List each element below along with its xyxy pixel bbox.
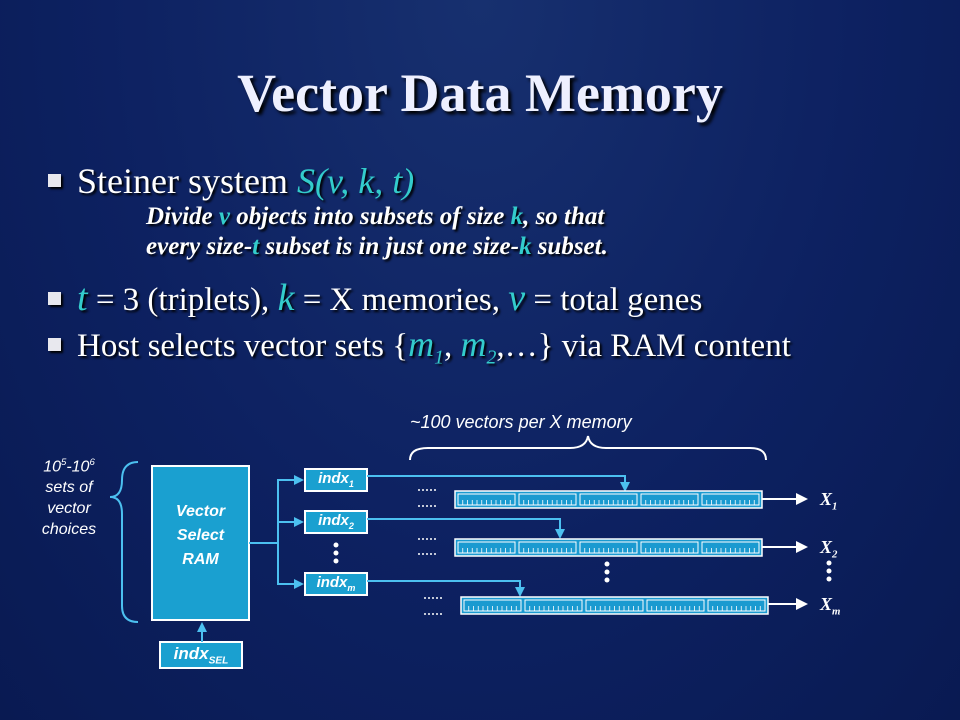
indx-sel-sub: SEL xyxy=(208,655,229,667)
host-var-m: m xyxy=(408,324,435,364)
left-brace xyxy=(109,461,139,623)
indx-m-label: indxm xyxy=(305,574,367,593)
output-sub: m xyxy=(832,605,841,618)
choices-base: -10 xyxy=(66,458,90,476)
host-sub: 1 xyxy=(434,346,444,369)
host-text: ,…} via RAM content xyxy=(496,328,791,364)
steiner-desc-line2: every size-t subset is in just one size-… xyxy=(146,233,608,261)
bullet-host-selects: Host selects vector sets {m1, m2,…} via … xyxy=(48,323,791,370)
host-text: Host selects vector sets { xyxy=(77,328,409,364)
host-var-m: m xyxy=(460,324,487,364)
output-base: X xyxy=(820,594,833,614)
indx-sel-box xyxy=(159,641,243,669)
indx-sub: m xyxy=(347,583,356,593)
top-brace xyxy=(409,435,767,461)
indx-base: indx xyxy=(318,512,349,529)
ram-connector xyxy=(249,475,304,544)
param-t: t xyxy=(77,277,88,319)
desc-var-k: k xyxy=(510,203,524,230)
indx-1-box xyxy=(304,468,368,492)
indx-1-label: indx1 xyxy=(305,470,367,489)
param-k: k xyxy=(277,277,295,319)
ram-label-line: Vector xyxy=(175,503,226,520)
output-sub: 1 xyxy=(832,500,838,513)
bullet-parameters: t = 3 (triplets), k = X memories, v = to… xyxy=(48,276,702,320)
indx-sel-base: indx xyxy=(173,644,209,663)
ram-label-line: RAM xyxy=(182,551,219,568)
vector-select-ram-box xyxy=(151,465,250,621)
param-v: v xyxy=(508,277,526,319)
bullet-square-icon xyxy=(48,174,61,188)
bullet-text: Steiner system xyxy=(77,161,297,201)
desc-var-v: v xyxy=(218,203,230,230)
vectors-caption: ~100 vectors per X memory xyxy=(410,412,632,432)
indx-sub: 2 xyxy=(348,521,354,531)
param-text: = total genes xyxy=(525,282,703,318)
desc-text: objects into subsets of size xyxy=(230,203,511,230)
bullet-square-icon xyxy=(48,291,61,305)
output-x2-label: X2 xyxy=(820,537,837,561)
host-text: , xyxy=(444,328,461,364)
indx-sub: 1 xyxy=(348,479,354,489)
indx1-pointer xyxy=(367,475,630,492)
indx-base: indx xyxy=(316,574,348,591)
steiner-desc-line1: Divide v objects into subsets of size k,… xyxy=(146,203,604,231)
steiner-formula: S(v, k, t) xyxy=(296,161,415,201)
choices-base: 10 xyxy=(43,458,61,476)
desc-text: every size- xyxy=(146,233,253,260)
ram-label: Vector Select RAM xyxy=(152,500,249,572)
choices-exp: 5 xyxy=(60,457,67,468)
output-xm-label: Xm xyxy=(820,594,840,618)
memory-segments xyxy=(457,493,766,612)
desc-text: subset. xyxy=(531,233,608,260)
desc-var-k: k xyxy=(518,233,532,260)
choices-line: choices xyxy=(41,521,97,539)
slide-title: Vector Data Memory xyxy=(237,63,723,123)
output-base: X xyxy=(820,537,833,557)
choices-label: 105-106 sets of vector choices xyxy=(26,452,112,540)
output-x1-label: X1 xyxy=(820,489,837,513)
indx-sel-label: indxSEL xyxy=(160,644,242,666)
desc-text: , so that xyxy=(523,203,605,230)
ram-label-line: Select xyxy=(176,527,225,544)
output-sub: 2 xyxy=(832,548,838,561)
choices-line: sets of xyxy=(45,479,93,497)
indx2-pointer xyxy=(367,518,565,539)
param-text: = 3 (triplets), xyxy=(87,282,278,318)
host-sub: 2 xyxy=(486,346,497,369)
indxm-pointer xyxy=(367,580,525,597)
indx-m-box xyxy=(304,572,368,596)
indx-base: indx xyxy=(318,470,349,487)
bullet-steiner: Steiner system S(v, k, t) xyxy=(48,160,414,202)
desc-var-t: t xyxy=(252,233,260,260)
choices-line: vector xyxy=(47,500,91,518)
bullet-square-icon xyxy=(48,337,61,351)
param-text: = X memories, xyxy=(294,282,509,318)
desc-text: Divide xyxy=(146,203,219,230)
indx-2-box xyxy=(304,510,368,534)
output-base: X xyxy=(820,489,833,509)
choices-exp: 6 xyxy=(89,457,95,468)
indx-2-label: indx2 xyxy=(305,512,367,531)
desc-text: subset is in just one size- xyxy=(259,233,519,260)
